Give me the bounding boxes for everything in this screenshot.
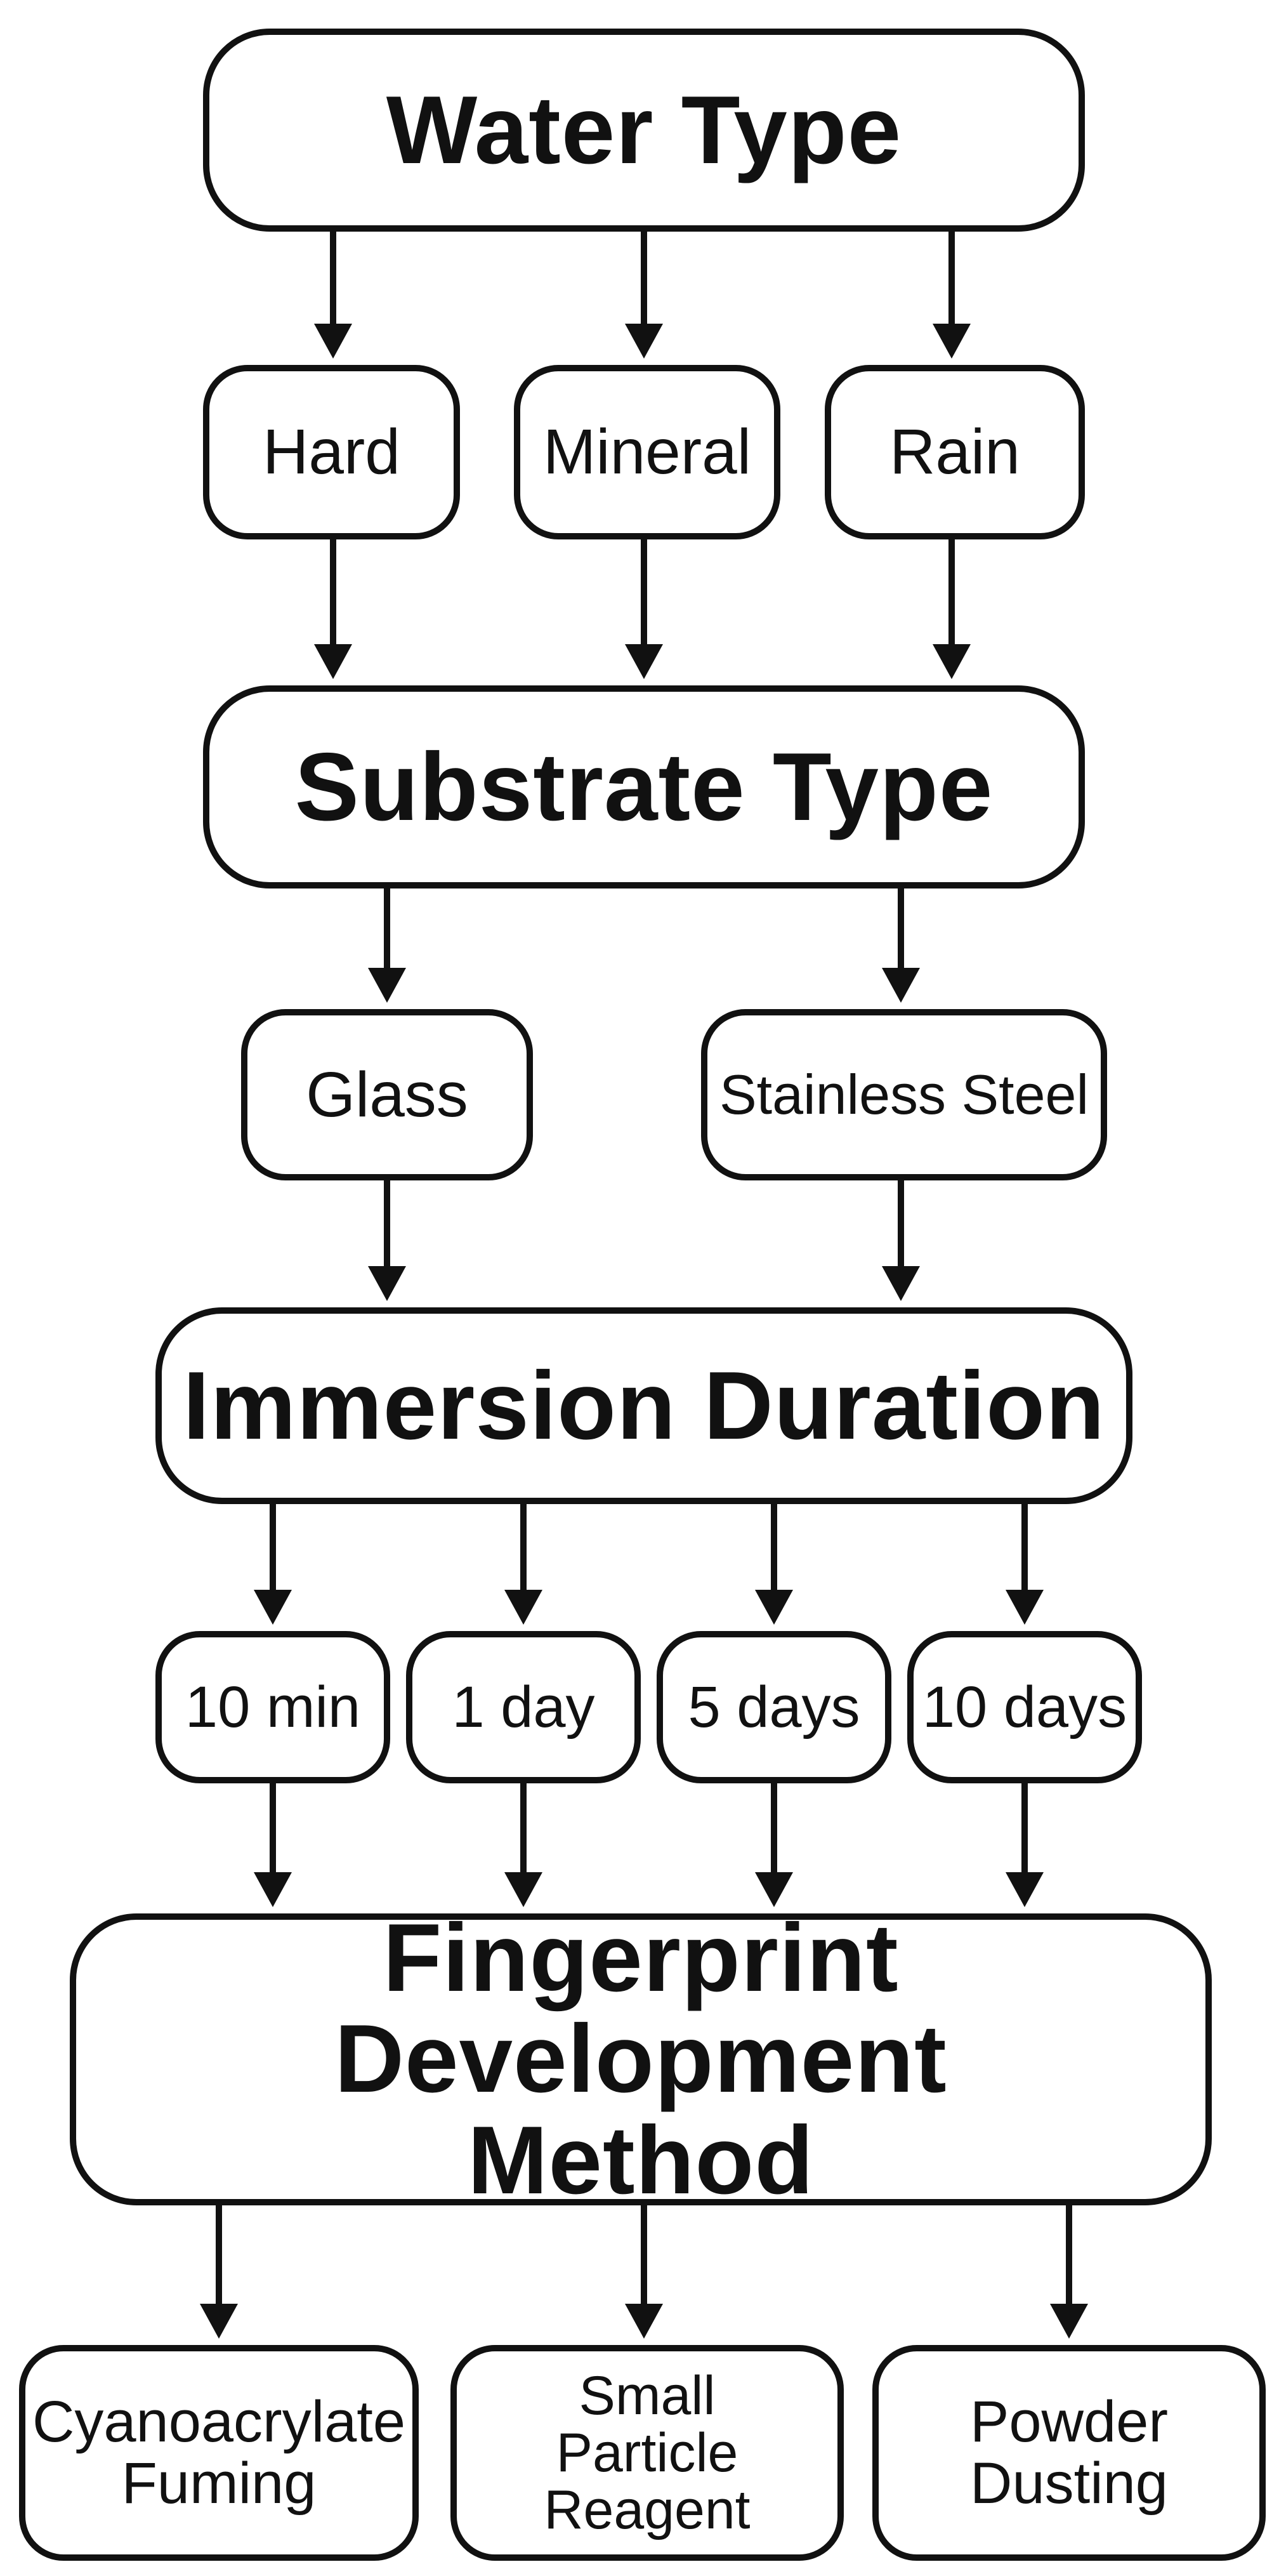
flow-arrow [933,539,971,679]
arrow-head [1050,2304,1088,2339]
arrow-head [882,1266,920,1301]
arrow-head [1006,1590,1044,1625]
arrow-head [368,968,406,1003]
development-method-title-line2: Method [467,2106,815,2214]
flow-arrow [755,1783,793,1907]
arrow-head [504,1872,542,1907]
arrow-head [314,644,352,679]
flow-arrow [368,1180,406,1301]
method-option-line2: Dusting [970,2451,1168,2516]
duration-option-label: 10 min [185,1674,361,1740]
duration-option-label: 1 day [452,1674,595,1740]
duration-option-10-days: 10 days [907,1631,1142,1783]
arrow-head [755,1590,793,1625]
substrate-type-title: Substrate Type [294,732,994,841]
development-method-title-line1: Fingerprint Development [334,1903,947,2113]
water-type-box: Water Type [203,29,1085,232]
arrow-head [755,1872,793,1907]
substrate-type-box: Substrate Type [203,685,1085,888]
duration-option-5-days: 5 days [657,1631,891,1783]
flow-arrow [368,888,406,1003]
flow-arrow [254,1783,292,1907]
flow-arrow [1006,1504,1044,1625]
substrate-option-glass: Glass [241,1009,533,1180]
method-option-line1: Small [579,2365,716,2426]
water-type-title: Water Type [386,76,902,184]
water-option-hard: Hard [203,365,460,539]
flow-arrow [504,1783,542,1907]
duration-option-label: 10 days [922,1674,1127,1740]
duration-option-1-day: 1 day [406,1631,641,1783]
flow-arrow [933,232,971,359]
flow-arrow [314,232,352,359]
flow-arrow [254,1504,292,1625]
method-option-small-particle-reagent: Small Particle Reagent [450,2345,844,2561]
water-option-label: Mineral [543,416,751,487]
arrow-head [254,1872,292,1907]
flow-arrow [200,2205,238,2339]
water-option-mineral: Mineral [514,365,780,539]
method-option-line2: Fuming [121,2451,317,2516]
arrow-head [368,1266,406,1301]
water-option-rain: Rain [825,365,1085,539]
substrate-option-label: Stainless Steel [719,1063,1089,1126]
arrow-head [504,1590,542,1625]
duration-option-10-min: 10 min [155,1631,390,1783]
flow-arrow [625,539,663,679]
immersion-duration-title: Immersion Duration [183,1351,1105,1460]
flow-arrow [882,888,920,1003]
flow-arrow [1050,2205,1088,2339]
method-option-line1: Cyanoacrylate [32,2389,406,2455]
substrate-option-stainless-steel: Stainless Steel [701,1009,1107,1180]
water-option-label: Rain [889,416,1020,487]
method-option-line1: Powder [970,2389,1168,2455]
arrow-head [200,2304,238,2339]
method-option-line2: Particle Reagent [544,2422,751,2541]
arrow-head [882,968,920,1003]
arrow-head [1006,1872,1044,1907]
arrow-head [254,1590,292,1625]
duration-option-label: 5 days [688,1674,860,1740]
substrate-option-label: Glass [306,1059,468,1130]
flow-arrow [755,1504,793,1625]
flow-arrow [625,2205,663,2339]
flow-arrow [882,1180,920,1301]
flow-arrow [314,539,352,679]
method-option-powder-dusting: Powder Dusting [872,2345,1266,2561]
immersion-duration-box: Immersion Duration [155,1307,1132,1504]
arrow-head [933,324,971,359]
flow-arrow [504,1504,542,1625]
arrow-head [625,2304,663,2339]
arrow-head [625,324,663,359]
flow-arrow [1006,1783,1044,1907]
arrow-head [933,644,971,679]
water-option-label: Hard [263,416,400,487]
arrow-head [314,324,352,359]
flow-arrow [625,232,663,359]
arrow-head [625,644,663,679]
method-option-cyanoacrylate-fuming: Cyanoacrylate Fuming [19,2345,419,2561]
development-method-box: Fingerprint Development Method [70,1907,1212,2210]
